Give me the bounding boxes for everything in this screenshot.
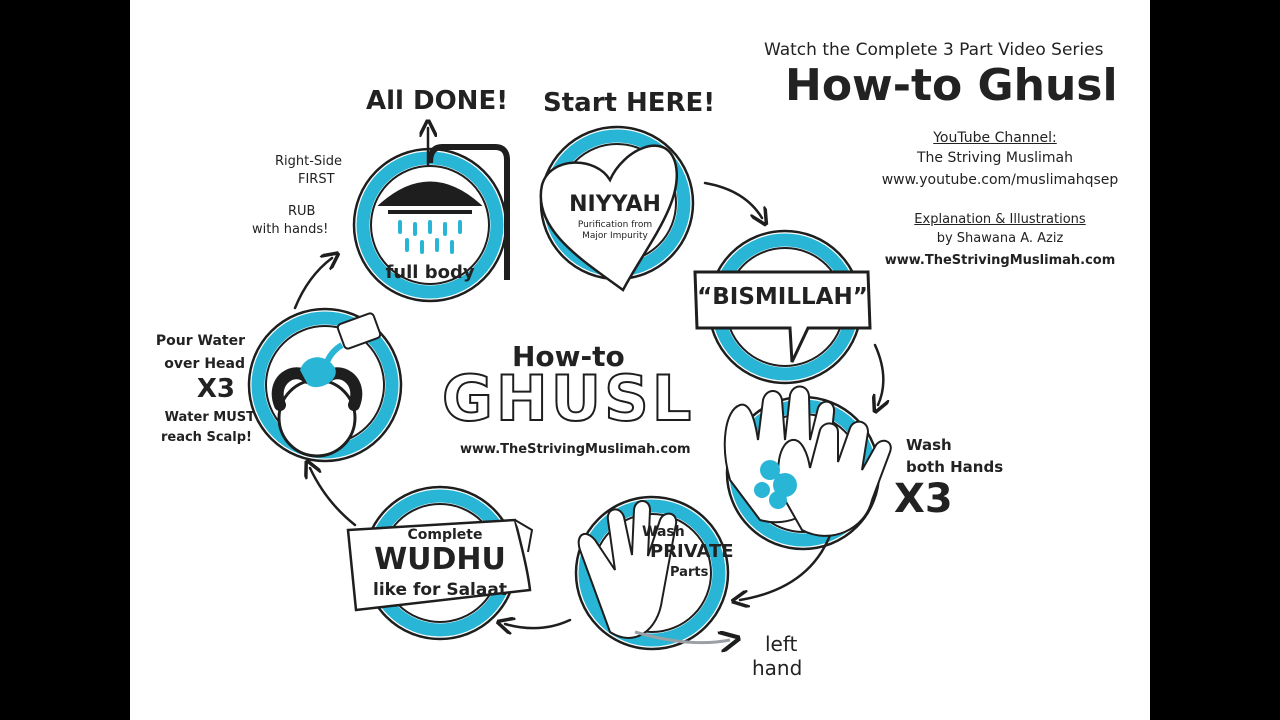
credits-author: by Shawana A. Aziz <box>936 231 1064 246</box>
left-hand-icon <box>577 500 730 643</box>
center-url: www.TheStrivingMuslimah.com <box>460 442 691 457</box>
channel-name: The Striving Muslimah <box>916 150 1073 166</box>
done-label: All DONE! <box>366 86 509 116</box>
speech-bubble <box>693 270 872 363</box>
wash-hands-count: X3 <box>894 476 953 522</box>
channel-heading: YouTube Channel: <box>933 130 1057 146</box>
private-line-3: Parts <box>670 565 709 580</box>
wash-hands-line-2: both Hands <box>906 458 1004 476</box>
wudhu-line-1: Complete <box>407 527 483 543</box>
right-side-line-2: FIRST <box>298 172 335 187</box>
paper-note <box>346 518 532 612</box>
head-line-1: Pour Water <box>155 333 245 349</box>
head-line-4: reach Scalp! <box>160 430 252 445</box>
rub-line-1: RUB <box>288 204 316 219</box>
series-caption: Watch the Complete 3 Part Video Series <box>764 40 1104 60</box>
left-hand-line-2: hand <box>752 656 803 680</box>
wudhu-line-2: WUDHU <box>374 542 506 577</box>
left-hand-line-1: left <box>765 632 798 656</box>
niyyah-title: NIYYAH <box>569 192 661 217</box>
right-side-line-1: Right-Side <box>275 154 343 169</box>
center-how-to: How-to <box>512 340 625 373</box>
start-label: Start HERE! <box>543 88 716 118</box>
wash-hands-line-1: Wash <box>906 436 952 454</box>
wudhu-line-3: like for Salaat <box>373 580 507 600</box>
diagram-canvas: Watch the Complete 3 Part Video Series H… <box>130 0 1150 720</box>
website-url: www.TheStrivingMuslimah.com <box>884 253 1116 268</box>
hands-icon <box>723 385 892 537</box>
page-title: How-to Ghusl <box>785 60 1118 111</box>
head-water-icon <box>271 312 382 458</box>
head-line-2: over Head <box>164 356 245 372</box>
credits-heading: Explanation & Illustrations <box>914 212 1086 227</box>
paper-curl <box>514 519 534 553</box>
bismillah-label: “BISMILLAH” <box>697 284 868 310</box>
head-count: X3 <box>196 374 235 404</box>
center-title: GHUSL <box>441 361 695 436</box>
niyyah-line-1: Purification from <box>577 220 653 230</box>
shower-icon <box>377 144 510 280</box>
private-line-1: Wash <box>642 524 685 540</box>
full-body-label: full body <box>385 262 475 283</box>
head-line-3: Water MUST <box>164 410 255 425</box>
niyyah-line-2: Major Impurity <box>582 231 648 241</box>
ghusl-steps-illustration <box>247 0 892 720</box>
channel-url: www.youtube.com/muslimahqsep <box>881 172 1119 188</box>
heart-shape <box>539 144 678 292</box>
rub-line-2: with hands! <box>252 222 329 237</box>
private-line-2: PRIVATE <box>650 541 734 562</box>
